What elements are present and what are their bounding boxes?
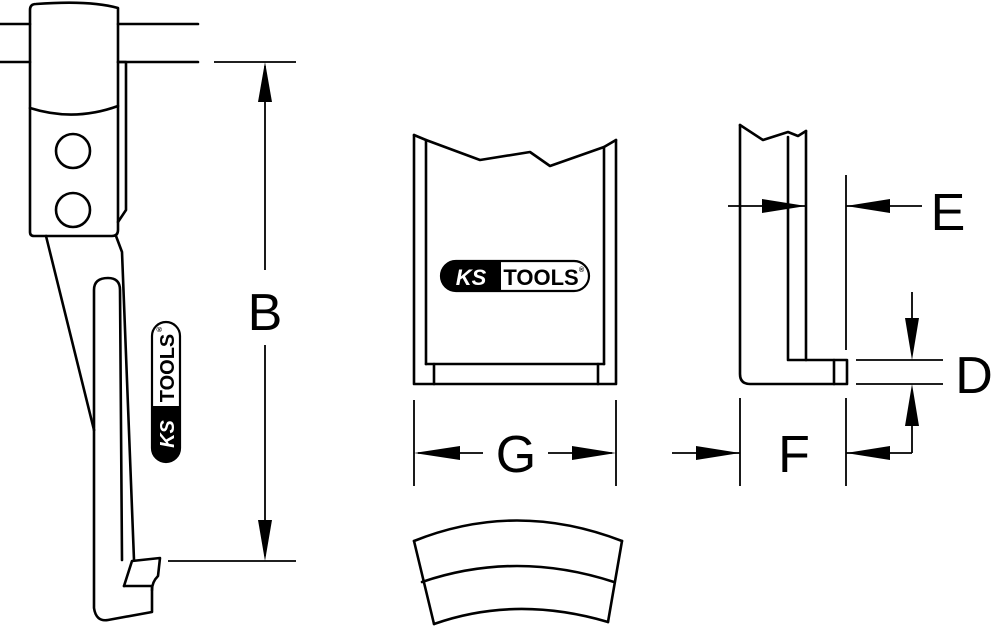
arrow-down-icon [258,520,272,561]
jaw-head-block [28,1,120,238]
profile-view-jaw-tip: E D F [672,123,993,486]
logo-registered-mark: ® [579,266,585,274]
logo-registered-mark: ® [156,326,164,332]
dimension-label-f: F [778,426,810,484]
arrow-left-icon [846,446,890,460]
curve-inner [432,607,610,626]
dimension-label-d: D [955,347,993,405]
pin-hole-lower [54,191,92,229]
dimension-label-e: E [931,184,966,242]
front-break-line [412,133,618,168]
arrow-up-icon [905,384,919,426]
curve-left-edge [412,539,436,626]
jaw-head-curve [28,104,120,116]
arm-outer-edge [44,234,96,432]
curve-right-edge [606,539,624,624]
arrow-left-icon [846,199,890,213]
ks-tools-logo-vertical: KS TOOLS ® [150,320,182,464]
logo-tools-text: TOOLS [157,334,179,403]
front-outline [412,133,618,386]
logo-ks-text: KS [456,265,487,290]
arrow-right-icon [762,199,806,213]
curve-outer [412,519,624,543]
arrow-left-icon [414,446,460,460]
profile-break-line [738,123,808,142]
dimension-label-g: G [496,426,536,484]
profile-outline [738,123,849,386]
arrow-right-icon [572,446,616,460]
jaw-back-plate [116,60,128,224]
pin-hole-upper [54,132,92,170]
arrow-right-icon [696,446,740,460]
jaw-foot [92,428,154,622]
arm-slot [92,276,124,562]
side-view-jaw: KS TOOLS ® B [0,1,296,622]
curve-middle [420,564,616,584]
logo-ks-text: KS [157,419,179,447]
dimension-label-b: B [248,284,283,342]
arm-inner-edge [114,234,136,562]
logo-tools-text: TOOLS [503,265,578,290]
arrow-down-icon [905,318,919,360]
jaw-tip-hook [122,556,162,592]
front-view-jaw-tip: KS TOOLS ® G [412,133,618,486]
top-view-curved-section [412,519,624,626]
ks-tools-logo-horizontal: KS TOOLS ® [439,259,591,293]
arrow-up-icon [258,62,272,102]
